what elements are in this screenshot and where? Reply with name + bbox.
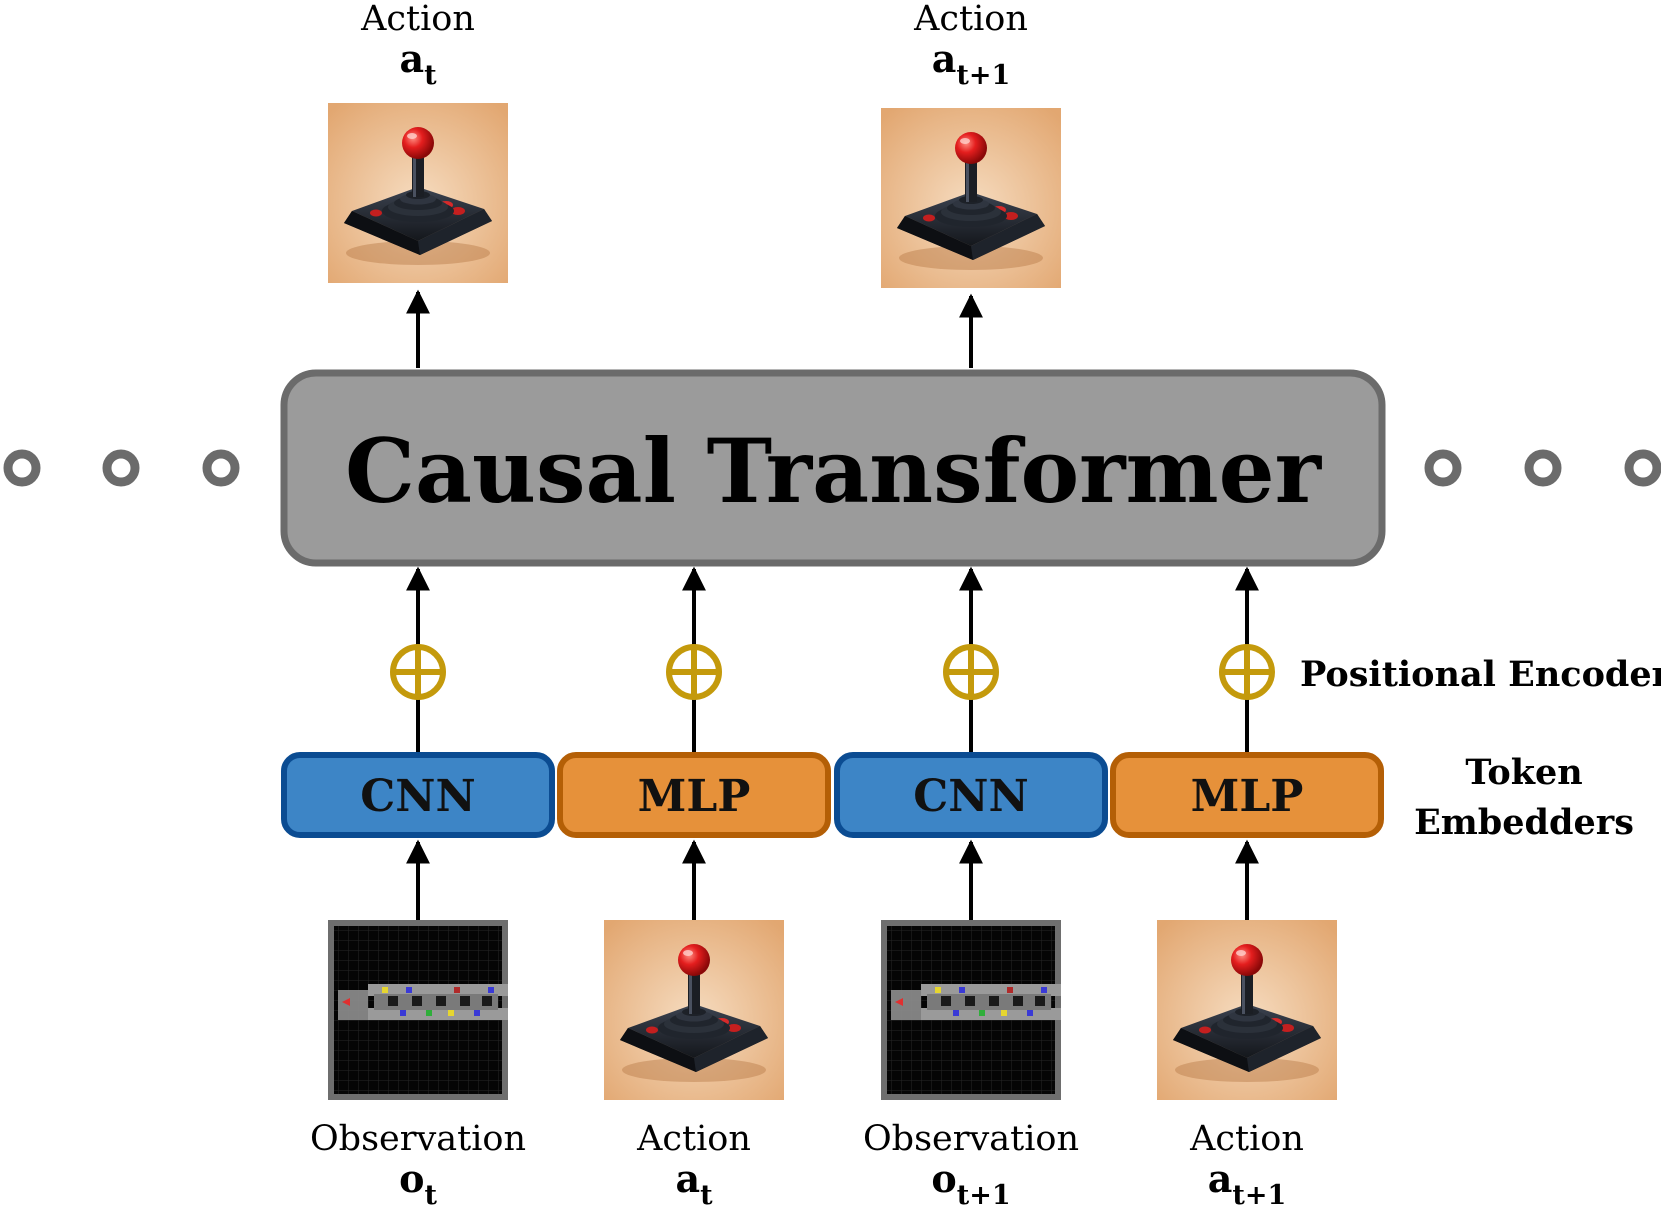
mlp-box xyxy=(557,752,831,838)
input-symbol-letter: a xyxy=(1208,1156,1233,1201)
grid-observation-icon xyxy=(881,920,1061,1100)
causal-transformer-box xyxy=(280,369,1386,567)
ellipsis-dot xyxy=(1424,449,1462,487)
embedder-label: CNN xyxy=(360,771,475,822)
cnn-box xyxy=(834,752,1108,838)
input-symbol: ot xyxy=(399,1156,437,1211)
input-label-at1: Action at+1 xyxy=(1189,1119,1304,1211)
output-label-at: Action at xyxy=(360,0,475,91)
output-subscript: t xyxy=(424,60,437,91)
input-label-ot1: Observation ot+1 xyxy=(863,1119,1079,1211)
input-subscript: t+1 xyxy=(1232,1180,1286,1211)
causal-transformer-label: Causal Transformer xyxy=(345,419,1323,523)
ellipsis-right xyxy=(1424,449,1661,487)
grid-observation-icon xyxy=(328,920,508,1100)
input-symbol: ot+1 xyxy=(931,1156,1010,1211)
input-symbol-letter: a xyxy=(675,1156,700,1201)
ellipsis-dot xyxy=(202,449,240,487)
input-symbol: at xyxy=(675,1156,713,1211)
output-symbol: at xyxy=(399,36,437,91)
input-subscript: t+1 xyxy=(957,1180,1011,1211)
input-symbol-letter: o xyxy=(399,1156,424,1201)
mlp-box xyxy=(1110,752,1384,838)
input-subscript: t xyxy=(424,1180,437,1211)
input-symbol-letter: o xyxy=(931,1156,956,1201)
positional-encoder-label: Positional Encoder xyxy=(1300,654,1661,695)
token-stream-4 xyxy=(1219,566,1275,755)
token-embedders-label-line1: Token xyxy=(1465,752,1582,793)
input-subscript: t xyxy=(700,1180,713,1211)
joystick-icon xyxy=(881,108,1061,288)
output-label-at1: Action at+1 xyxy=(913,0,1028,91)
input-label-ot: Observation ot xyxy=(310,1119,526,1211)
embedder-mlp-1: MLP xyxy=(557,752,831,838)
embedder-label: MLP xyxy=(1191,771,1304,822)
output-symbol-letter: a xyxy=(399,36,424,81)
token-stream-3 xyxy=(943,566,999,755)
ellipsis-left xyxy=(3,449,240,487)
output-symbol-letter: a xyxy=(932,36,957,81)
cnn-box xyxy=(281,752,555,838)
input-word: Action xyxy=(1189,1119,1304,1159)
output-word: Action xyxy=(360,0,475,39)
input-word: Observation xyxy=(310,1119,526,1159)
input-word: Observation xyxy=(863,1119,1079,1159)
ellipsis-dot xyxy=(1624,449,1661,487)
embedder-label: MLP xyxy=(638,771,751,822)
token-stream-2 xyxy=(666,566,722,755)
output-word: Action xyxy=(913,0,1028,39)
joystick-icon xyxy=(1157,920,1337,1100)
input-word: Action xyxy=(636,1119,751,1159)
embedder-cnn-2: CNN xyxy=(834,752,1108,838)
output-symbol: at+1 xyxy=(932,36,1011,91)
embedder-cnn-1: CNN xyxy=(281,752,555,838)
ellipsis-dot xyxy=(1524,449,1562,487)
input-symbol: at+1 xyxy=(1208,1156,1287,1211)
output-subscript: t+1 xyxy=(956,60,1010,91)
ellipsis-dot xyxy=(102,449,140,487)
embedder-mlp-2: MLP xyxy=(1110,752,1384,838)
token-stream-1 xyxy=(390,566,446,755)
input-label-at: Action at xyxy=(636,1119,751,1211)
joystick-icon xyxy=(328,103,508,283)
ellipsis-dot xyxy=(3,449,41,487)
joystick-icon xyxy=(604,920,784,1100)
token-embedders-label-line2: Embedders xyxy=(1414,802,1634,843)
embedder-label: CNN xyxy=(913,771,1028,822)
